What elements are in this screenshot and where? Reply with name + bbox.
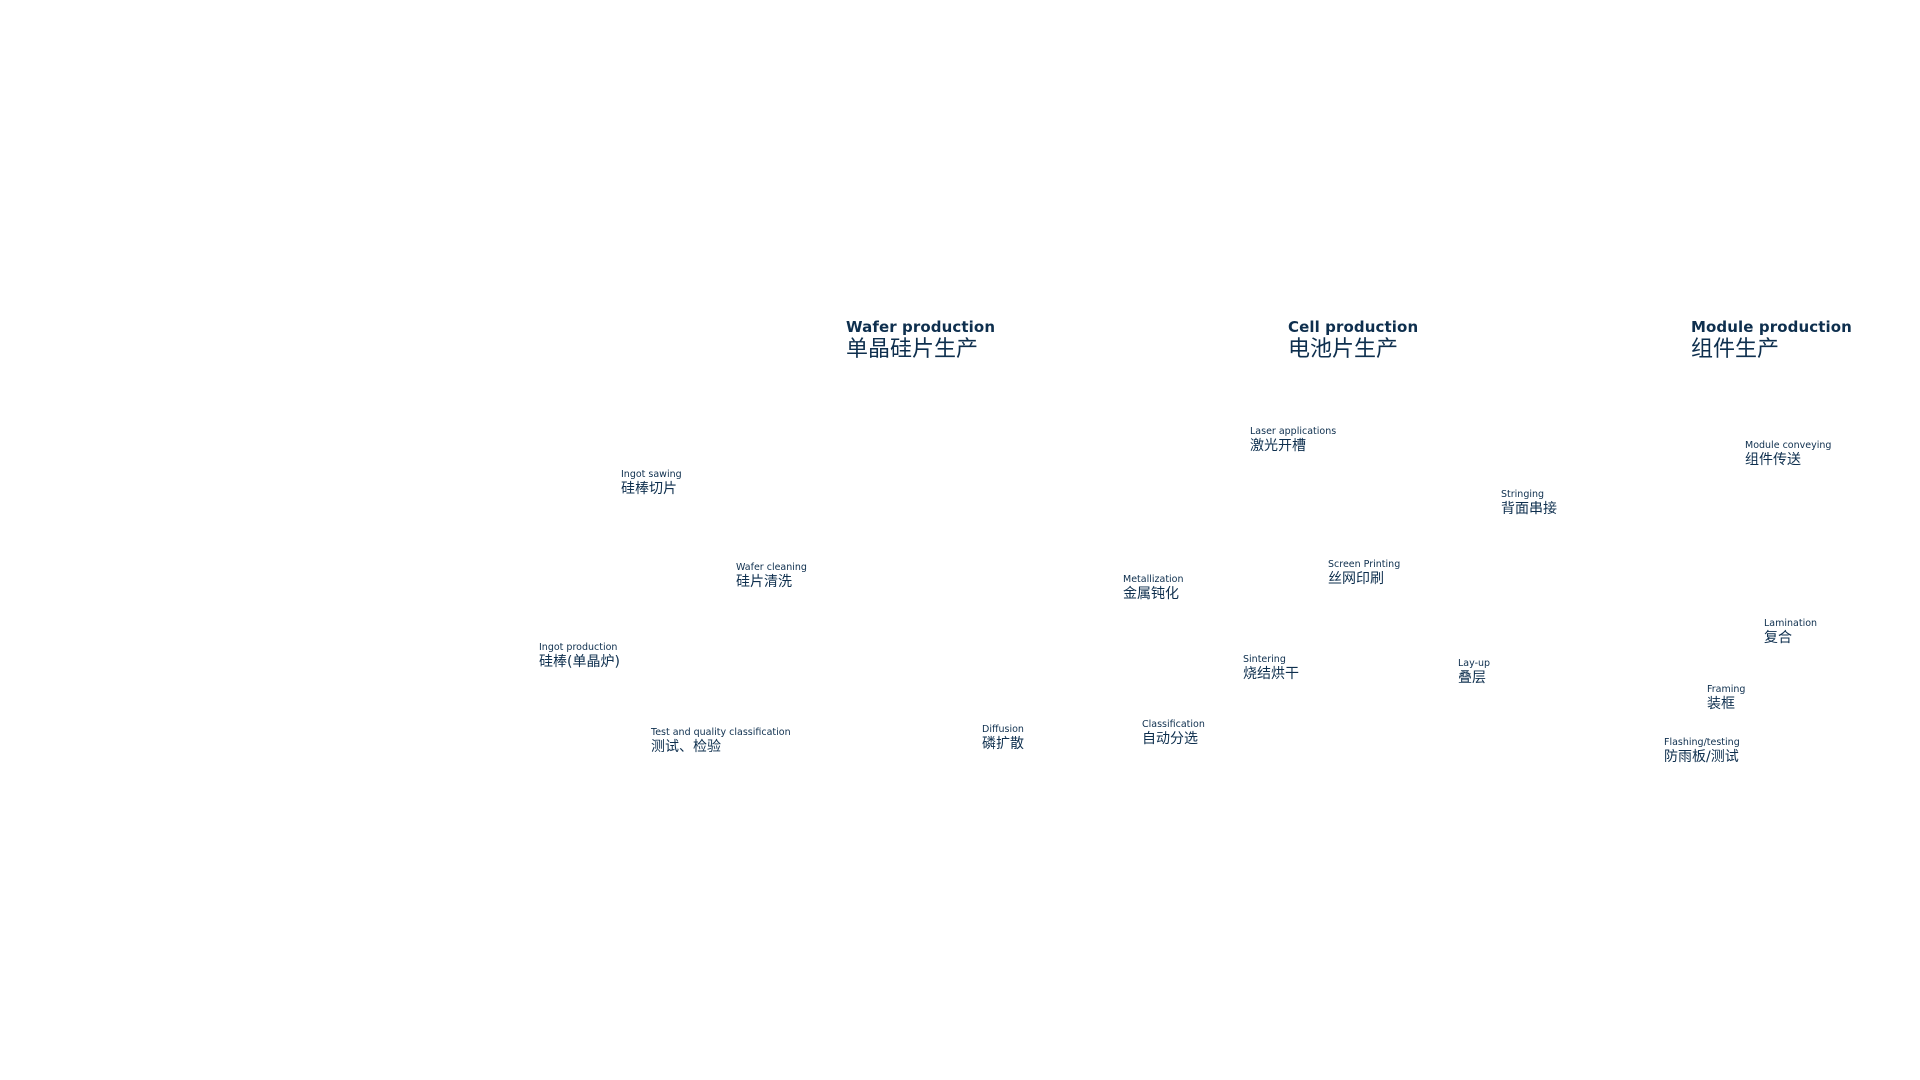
- step-label-zh: 硅片清洗: [736, 574, 792, 591]
- step-ingot-production: Ingot production 硅棒(单晶炉): [539, 642, 620, 671]
- step-label-en: Diffusion: [982, 724, 1024, 735]
- step-test-quality-classification: Test and quality classification 测试、检验: [651, 727, 791, 756]
- step-framing: Framing 装框: [1707, 684, 1745, 713]
- step-stringing: Stringing 背面串接: [1501, 489, 1557, 518]
- step-label-en: Stringing: [1501, 489, 1545, 500]
- step-label-zh: 烧结烘干: [1243, 666, 1299, 683]
- step-label-en: Ingot production: [539, 642, 618, 653]
- step-sintering: Sintering 烧结烘干: [1243, 654, 1299, 683]
- step-label-en: Test and quality classification: [651, 727, 791, 738]
- step-label-zh: 金属钝化: [1123, 586, 1179, 603]
- step-label-en: Ingot sawing: [621, 469, 682, 480]
- step-diffusion: Diffusion 磷扩散: [982, 724, 1024, 753]
- step-label-zh: 硅棒切片: [621, 481, 677, 498]
- step-lamination: Lamination 复合: [1764, 618, 1817, 647]
- section-title-zh: 电池片生产: [1288, 337, 1399, 363]
- section-title-zh: 组件生产: [1691, 337, 1780, 363]
- step-metallization: Metallization 金属钝化: [1123, 574, 1184, 603]
- step-label-zh: 硅棒(单晶炉): [539, 654, 620, 671]
- step-label-en: Metallization: [1123, 574, 1184, 585]
- step-label-en: Lay-up: [1458, 658, 1491, 669]
- step-screen-printing: Screen Printing 丝网印刷: [1328, 559, 1400, 588]
- step-classification: Classification 自动分选: [1142, 719, 1205, 748]
- step-label-zh: 测试、检验: [651, 739, 721, 756]
- step-label-zh: 装框: [1707, 696, 1735, 713]
- section-title-en: Wafer production: [846, 318, 996, 336]
- step-label-en: Lamination: [1764, 618, 1818, 629]
- step-label-en: Framing: [1707, 684, 1746, 695]
- step-label-zh: 叠层: [1458, 670, 1486, 687]
- step-flashing-testing: Flashing/testing 防雨板/测试: [1664, 737, 1740, 766]
- step-label-zh: 防雨板/测试: [1664, 749, 1739, 766]
- step-label-zh: 磷扩散: [982, 736, 1024, 753]
- section-title-en: Module production: [1691, 318, 1852, 336]
- step-label-zh: 复合: [1764, 630, 1792, 647]
- step-ingot-sawing: Ingot sawing 硅棒切片: [621, 469, 682, 498]
- step-label-en: Sintering: [1243, 654, 1286, 665]
- section-module-production: Module production 组件生产: [1691, 318, 1852, 363]
- section-wafer-production: Wafer production 单晶硅片生产: [846, 318, 996, 363]
- step-module-conveying: Module conveying 组件传送: [1745, 440, 1831, 469]
- step-label-en: Laser applications: [1250, 426, 1337, 437]
- section-title-zh: 单晶硅片生产: [846, 337, 979, 363]
- step-label-zh: 背面串接: [1501, 501, 1557, 518]
- step-lay-up: Lay-up 叠层: [1458, 658, 1490, 687]
- step-label-en: Module conveying: [1745, 440, 1832, 451]
- step-label-zh: 激光开槽: [1250, 438, 1306, 455]
- step-label-en: Classification: [1142, 719, 1205, 730]
- section-title-en: Cell production: [1288, 318, 1419, 336]
- section-cell-production: Cell production 电池片生产: [1288, 318, 1419, 363]
- step-label-en: Screen Printing: [1328, 559, 1401, 570]
- step-label-en: Wafer cleaning: [736, 562, 807, 573]
- step-laser-applications: Laser applications 激光开槽: [1250, 426, 1336, 455]
- step-wafer-cleaning: Wafer cleaning 硅片清洗: [736, 562, 807, 591]
- step-label-zh: 丝网印刷: [1328, 571, 1384, 588]
- step-label-en: Flashing/testing: [1664, 737, 1740, 748]
- step-label-zh: 组件传送: [1745, 452, 1801, 469]
- step-label-zh: 自动分选: [1142, 731, 1198, 748]
